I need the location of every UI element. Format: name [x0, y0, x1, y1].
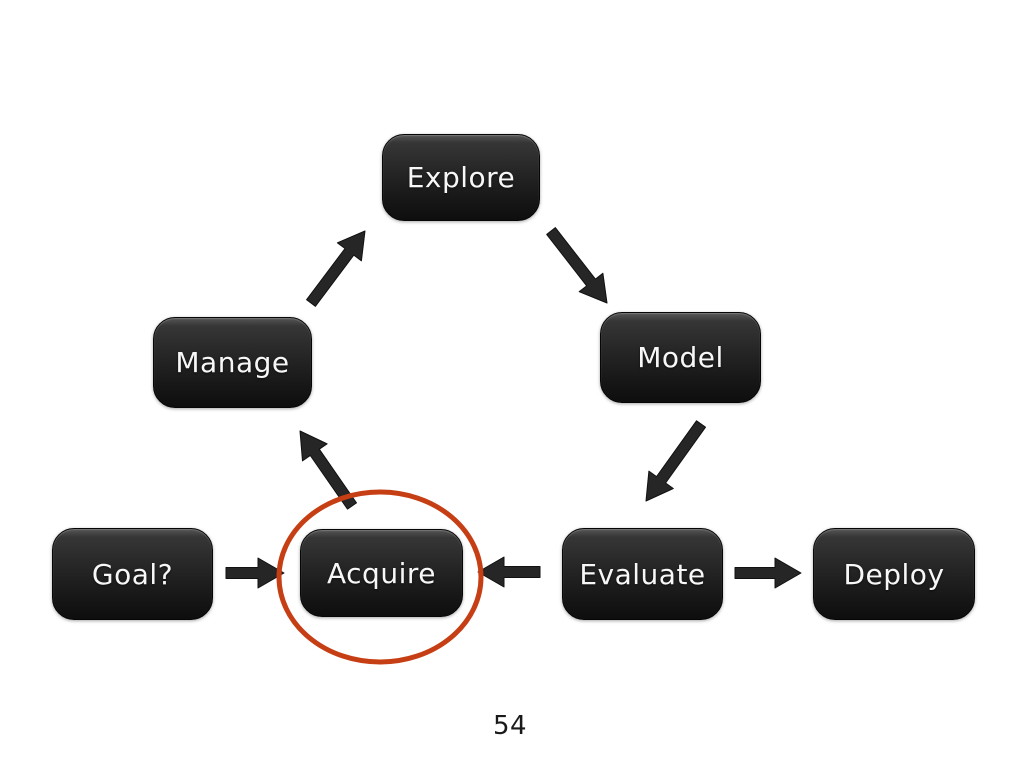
- node-goal-label: Goal?: [91, 557, 174, 591]
- node-evaluate: Evaluate: [562, 528, 723, 620]
- node-explore-label: Explore: [406, 161, 516, 194]
- arrow-evaluate-to-acquire: [477, 556, 541, 588]
- arrow-acquire-to-manage: [299, 430, 357, 510]
- arrow-model-to-evaluate: [645, 420, 706, 502]
- node-acquire: Acquire: [300, 529, 463, 617]
- node-model-label: Model: [637, 341, 724, 374]
- arrow-explore-to-model: [546, 227, 608, 304]
- arrow-goal-to-acquire: [225, 557, 285, 589]
- node-explore: Explore: [382, 134, 540, 221]
- node-evaluate-label: Evaluate: [579, 557, 706, 591]
- node-acquire-label: Acquire: [327, 556, 436, 590]
- node-model: Model: [600, 312, 761, 403]
- node-deploy-label: Deploy: [843, 557, 945, 591]
- node-manage-label: Manage: [175, 346, 290, 379]
- node-manage: Manage: [153, 317, 312, 408]
- node-deploy: Deploy: [813, 528, 975, 620]
- node-goal: Goal?: [52, 528, 213, 620]
- arrow-manage-to-explore: [306, 230, 366, 307]
- arrow-evaluate-to-deploy: [734, 557, 802, 589]
- slide-page-number: 54: [492, 711, 528, 741]
